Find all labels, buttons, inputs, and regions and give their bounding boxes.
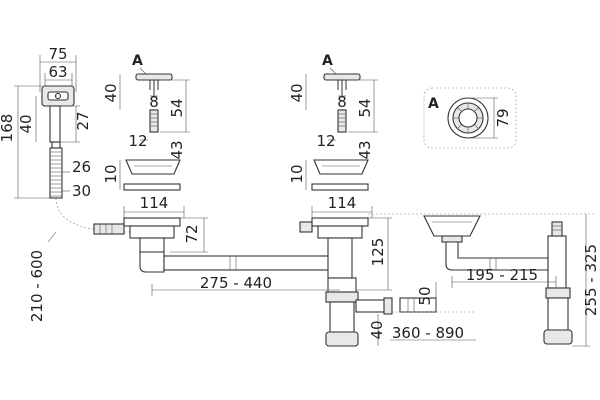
dim-overflow-stem-height: 40 [17, 114, 35, 133]
detail-label: A [428, 96, 439, 112]
dim-rod-width: 12 [128, 132, 147, 150]
detail-ref-label: A [322, 53, 333, 69]
plug-cap [135, 73, 173, 81]
plug-rod [149, 109, 159, 133]
overflow-stem [49, 105, 61, 143]
dim-rod-length: 43 [356, 140, 374, 159]
dim-drain-height: 125 [369, 238, 387, 267]
strainer-basket [125, 159, 181, 175]
detail-frame [423, 87, 517, 149]
drain-assembly: 72 125 50 40 275 - 440 360 - [93, 213, 596, 347]
side-view: 195 - 215 255 - 325 [423, 214, 600, 347]
dim-hose-length: 210 - 600 [28, 250, 46, 322]
side-strainer-bowl [423, 215, 481, 237]
detail-ref-label: A [132, 53, 143, 69]
overflow-assembly: 75 63 168 40 [0, 45, 131, 322]
dim-rod-length: 43 [168, 140, 186, 159]
connecting-pipe [163, 255, 335, 271]
dim-outlet-length: 360 - 890 [392, 324, 464, 342]
dim-plug-total: 54 [356, 98, 374, 117]
left-drain-flange [123, 217, 181, 227]
dim-overflow-height: 168 [0, 114, 16, 143]
dim-rod-width: 12 [316, 132, 335, 150]
dim-plug-stem: 8 [337, 93, 347, 111]
dim-siphon-outlet: 40 [368, 320, 386, 339]
dim-drain-depth: 72 [183, 224, 201, 243]
right-drain-body [317, 225, 363, 239]
side-siphon-body [547, 297, 569, 331]
dim-plug-stem: 8 [149, 93, 159, 111]
left-strainer-parts: A 40 8 54 12 43 10 114 [102, 53, 190, 218]
plug-cap [323, 73, 361, 81]
dim-overflow-stem-length: 27 [74, 111, 92, 130]
dim-basket-height: 10 [102, 164, 120, 183]
side-siphon-cap [543, 329, 573, 345]
dim-overflow-inner-width: 63 [48, 63, 67, 81]
dim-hose-end: 30 [72, 182, 91, 200]
dim-sink-spacing: 275 - 440 [200, 274, 272, 292]
side-horizontal-pipe [445, 241, 549, 271]
dim-flange-diameter: 114 [140, 194, 169, 212]
dim-side-offset: 195 - 215 [466, 266, 538, 284]
right-strainer-parts: A 40 8 54 12 43 10 114 [288, 53, 378, 218]
right-overflow-nozzle [299, 221, 313, 233]
overflow-inlet-nozzle [93, 223, 125, 235]
plug-rod [337, 109, 347, 133]
dim-plug-height: 40 [288, 83, 306, 102]
dim-plug-height: 40 [102, 83, 120, 102]
right-drain-flange [311, 217, 369, 227]
side-overflow-nozzle [551, 221, 563, 237]
strainer-gasket [123, 183, 181, 191]
side-vertical-pipe [547, 235, 567, 289]
dim-side-height: 255 - 325 [582, 244, 600, 316]
dim-basket-height: 10 [288, 164, 306, 183]
siphon-outlet [355, 299, 387, 313]
dim-plug-total: 54 [168, 98, 186, 117]
dim-hose-diameter: 26 [72, 158, 91, 176]
siphon-cap [325, 331, 359, 347]
left-drain-body [129, 225, 175, 239]
left-elbow [139, 251, 165, 273]
dim-overflow-width: 75 [48, 45, 67, 63]
dim-flange-diameter: 114 [328, 194, 357, 212]
strainer-basket [313, 159, 369, 175]
overflow-hose [49, 147, 63, 199]
detail-a: A 79 [423, 87, 517, 149]
dim-outlet-diameter: 50 [416, 286, 434, 305]
siphon-body [329, 301, 355, 333]
dim-detail-diameter: 79 [494, 108, 512, 127]
strainer-gasket [311, 183, 369, 191]
